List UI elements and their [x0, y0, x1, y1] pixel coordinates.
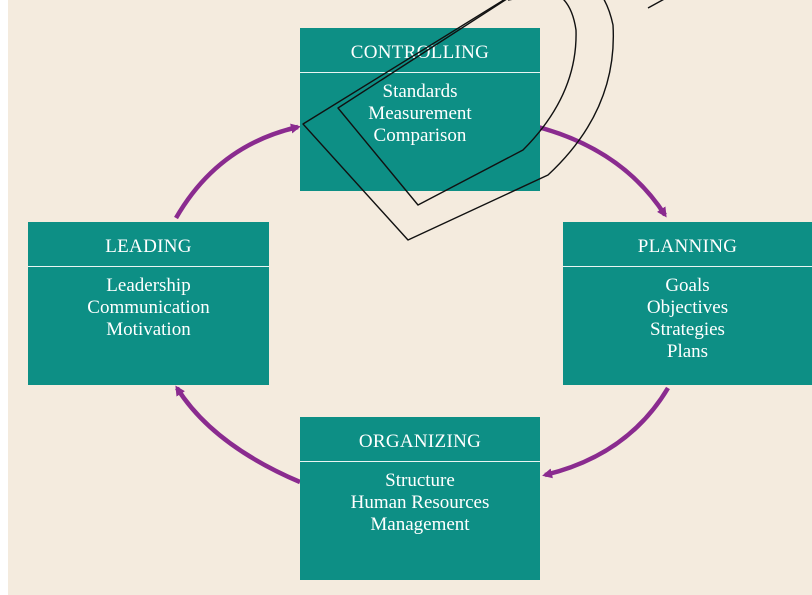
controlling-item: Comparison	[373, 125, 467, 146]
leading-item: Communication	[87, 297, 210, 318]
leading-item: Motivation	[106, 319, 191, 340]
box-leading-items: Leadership Communication Motivation	[28, 267, 269, 341]
box-controlling: CONTROLLING Standards Measurement Compar…	[300, 28, 540, 191]
arrow-organizing-to-leading	[175, 385, 301, 485]
leading-item: Leadership	[106, 275, 191, 296]
planning-item: Objectives	[646, 297, 729, 318]
box-organizing-title: ORGANIZING	[300, 417, 540, 462]
controlling-item: Standards	[382, 81, 458, 102]
organizing-item: Structure	[385, 470, 455, 491]
arrow-leading-to-controlling	[174, 123, 301, 220]
arrow-planning-to-organizing	[542, 386, 670, 479]
box-organizing-items: Structure Human Resources Management	[300, 462, 540, 536]
box-controlling-title: CONTROLLING	[300, 28, 540, 73]
organizing-item: Human Resources	[350, 492, 490, 513]
organizing-item: Management	[370, 514, 470, 535]
box-planning: PLANNING Goals Objectives Strategies Pla…	[563, 222, 812, 385]
box-organizing: ORGANIZING Structure Human Resources Man…	[300, 417, 540, 580]
planning-item: Plans	[666, 341, 709, 362]
box-controlling-items: Standards Measurement Comparison	[300, 73, 540, 147]
controlling-item: Measurement	[368, 103, 472, 124]
arrow-controlling-to-planning	[537, 124, 667, 218]
diagram-canvas: CONTROLLING Standards Measurement Compar…	[8, 0, 812, 595]
planning-item: Goals	[665, 275, 710, 296]
box-planning-title: PLANNING	[563, 222, 812, 267]
box-planning-items: Goals Objectives Strategies Plans	[563, 267, 812, 363]
planning-item: Strategies	[650, 319, 725, 340]
box-leading: LEADING Leadership Communication Motivat…	[28, 222, 269, 385]
box-leading-title: LEADING	[28, 222, 269, 267]
